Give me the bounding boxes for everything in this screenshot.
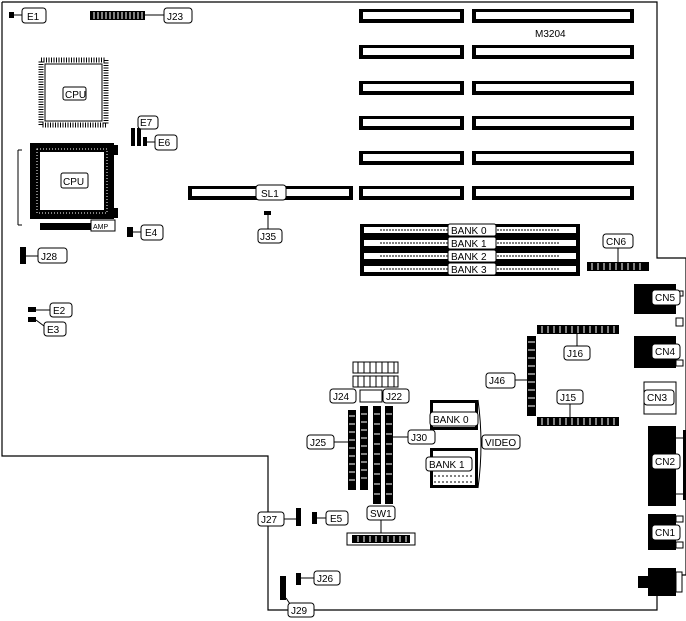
j16-label: J16 <box>567 349 584 360</box>
bank3-label: BANK 3 <box>451 265 487 276</box>
video-memory <box>425 399 521 489</box>
j22-label: J22 <box>386 392 403 403</box>
cn4-label: CN4 <box>655 347 675 358</box>
j46-label: J46 <box>489 376 506 387</box>
memory-banks <box>360 223 580 276</box>
j27-e5-jumpers <box>257 508 349 527</box>
cn2-label: CN2 <box>655 457 675 468</box>
expansion-slots-left <box>359 9 464 200</box>
sw1-label: SW1 <box>370 509 392 520</box>
cn3-connector <box>643 381 677 415</box>
cpu-socket <box>17 143 118 232</box>
sw1-switch <box>346 505 416 546</box>
j25-j30-headers <box>334 406 408 504</box>
j15-label: J15 <box>560 393 577 404</box>
e6-label: E6 <box>158 138 171 149</box>
j23-header <box>90 7 193 24</box>
j28-header <box>20 247 68 264</box>
j15-header <box>537 389 619 426</box>
e4-jumper <box>127 224 164 241</box>
e1-label: E1 <box>27 12 40 23</box>
e3-label: E3 <box>47 325 60 336</box>
expansion-slots-right <box>472 9 634 200</box>
j30-label: J30 <box>411 433 428 444</box>
cn1-label: CN1 <box>655 528 675 539</box>
cn6-connector <box>587 233 649 271</box>
power-connector <box>638 568 683 596</box>
cpu-chip-top <box>38 57 109 128</box>
j27-label: J27 <box>261 515 278 526</box>
j29-label: J29 <box>291 606 308 617</box>
video-bank1-label: BANK 1 <box>429 460 465 471</box>
bank1-label: BANK 1 <box>451 239 487 250</box>
j28-label: J28 <box>41 252 58 263</box>
j23-label: J23 <box>167 12 184 23</box>
board-model-label: M3204 <box>535 29 566 40</box>
e1-jumper <box>9 7 47 24</box>
cn6-label: CN6 <box>606 237 626 248</box>
amp-label: AMP <box>93 224 109 231</box>
cn1-connector <box>648 514 684 550</box>
cpu-socket-label: CPU <box>63 177 84 188</box>
e4-label: E4 <box>145 228 158 239</box>
j25-label: J25 <box>310 438 327 449</box>
j24-label: J24 <box>333 392 350 403</box>
cn3-label: CN3 <box>647 393 667 404</box>
j26-j29-headers <box>280 570 341 618</box>
cn4-connector <box>634 336 684 368</box>
bank2-label: BANK 2 <box>451 252 487 263</box>
j22-tag <box>382 388 410 404</box>
cpu-top-label: CPU <box>65 90 86 101</box>
cn5-connector <box>634 284 684 327</box>
video-label: VIDEO <box>485 438 516 449</box>
e2-e3-jumpers <box>28 302 73 337</box>
j24-tag <box>329 388 357 404</box>
j35-label: J35 <box>260 232 277 243</box>
j26-label: J26 <box>317 574 334 585</box>
e7-label: E7 <box>140 118 153 129</box>
j30-tag <box>407 429 436 445</box>
sl1-slot <box>188 184 353 201</box>
j16-header <box>537 325 619 361</box>
e5-label: E5 <box>330 514 343 525</box>
j25-tag <box>306 434 335 450</box>
bank0-label: BANK 0 <box>451 226 487 237</box>
video-bank0-label: BANK 0 <box>433 415 469 426</box>
cn2-connector <box>648 426 686 506</box>
sl1-label: SL1 <box>261 189 279 200</box>
j46-header <box>485 336 536 416</box>
video-chip-outlines <box>352 361 399 403</box>
e7-e6-jumpers <box>131 115 178 151</box>
j35-header <box>257 211 283 244</box>
cn5-label: CN5 <box>655 293 675 304</box>
e2-label: E2 <box>53 306 66 317</box>
